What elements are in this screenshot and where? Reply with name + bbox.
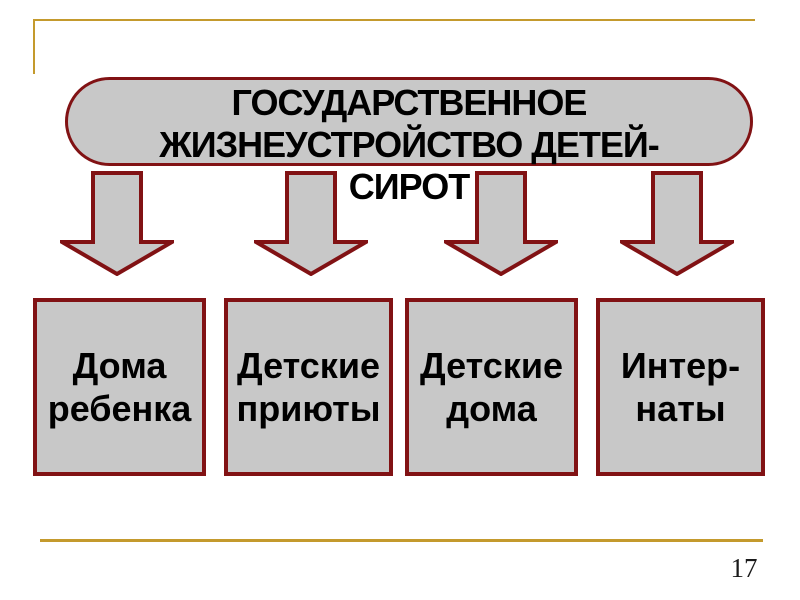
down-arrow-icon	[254, 171, 368, 276]
gold-bottom-rule	[40, 539, 763, 542]
slide-title: ГОСУДАРСТВЕННОЕ ЖИЗНЕУСТРОЙСТВО ДЕТЕЙ- С…	[159, 82, 660, 207]
category-box-detskie-doma: Детские дома	[405, 298, 578, 476]
category-box-internaty: Интер- наты	[596, 298, 765, 476]
page-number: 17	[730, 553, 758, 583]
category-box-doma-rebenka: Дома ребенка	[33, 298, 206, 476]
down-arrow-icon	[444, 171, 558, 276]
title-rounded-shape	[65, 77, 753, 166]
down-arrow-icon	[620, 171, 734, 276]
down-arrow-icon	[60, 171, 174, 276]
category-box-detskie-priyuty: Детские приюты	[224, 298, 393, 476]
gold-frame-corner	[33, 19, 755, 74]
